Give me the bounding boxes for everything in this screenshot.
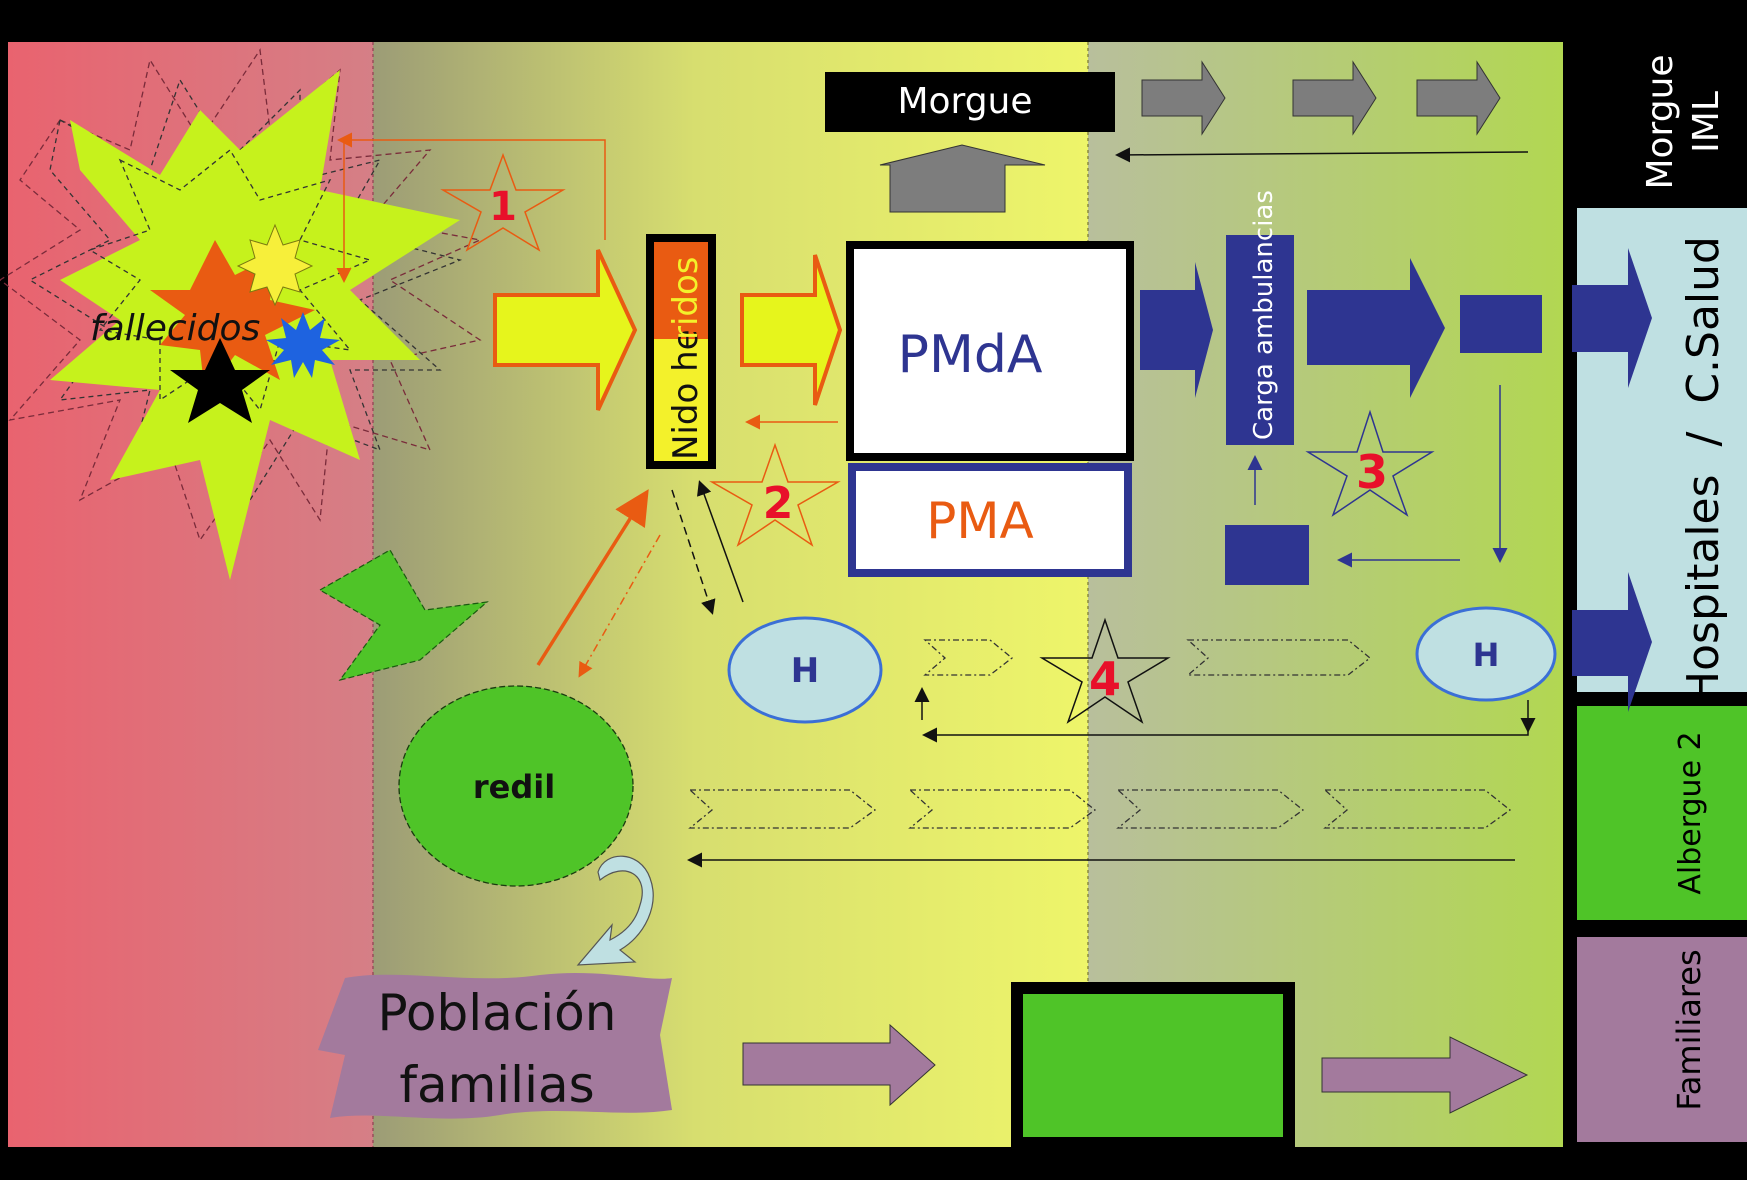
- sidebar-albergue-label: Albergue 2: [1673, 731, 1708, 894]
- fallecidos-label: fallecidos: [90, 308, 260, 349]
- poblacion-label-line2: familias: [399, 1056, 594, 1114]
- sidebar-albergue: [1577, 706, 1747, 920]
- grey-arrow-morgue-1: [1141, 60, 1226, 136]
- ambulance-return-block: [1225, 525, 1309, 585]
- mauve-arrow-to-familiares: [1321, 1036, 1529, 1114]
- svg-text:2: 2: [763, 478, 794, 529]
- sidebar-hospitales-label: Hospitales / C.Salud: [1678, 236, 1729, 704]
- green-arrow-to-redil: [318, 549, 489, 681]
- pmda-box: [846, 241, 1134, 461]
- morgue-box: [825, 72, 1115, 132]
- warm-zone-yellow: [373, 42, 1088, 1147]
- navy-arrow-pmda-to-carga: [1140, 262, 1213, 398]
- carga-ambulancias-box: [1226, 235, 1294, 445]
- sidebar-morgue-label: Morgue: [1640, 54, 1681, 189]
- svg-text:4: 4: [1089, 652, 1121, 706]
- navy-arrow-to-hospitales-bottom: [1572, 572, 1652, 712]
- flow-arrow-to-nido: [493, 249, 638, 411]
- pma-label: PMA: [926, 492, 1034, 550]
- mauve-arrow-to-green-box: [742, 1023, 936, 1107]
- nido-label-part2: ridos: [666, 256, 706, 340]
- navy-arrow-to-hospitales-top: [1572, 248, 1652, 388]
- marker-star-2: 2: [709, 442, 841, 547]
- svg-text:redil: redil: [473, 768, 555, 806]
- hospital-oval-right: H: [1415, 606, 1557, 702]
- pmda-label: PMdA: [898, 325, 1043, 385]
- svg-text:3: 3: [1356, 445, 1388, 499]
- marker-star-3: 3: [1305, 409, 1435, 517]
- svg-text:1: 1: [489, 184, 517, 230]
- family-reception-box: [1011, 982, 1295, 1149]
- nido-label-part1: Nido he: [666, 329, 706, 460]
- redil-circle: redil: [398, 685, 634, 887]
- svg-text:H: H: [1473, 636, 1500, 674]
- sidebar-familiares-label: Familiares: [1670, 949, 1708, 1110]
- carga-ambulancias-label: Carga ambulancias: [1249, 190, 1279, 440]
- incident-explosion: fallecidos: [0, 48, 483, 580]
- sidebar-familiares: [1577, 937, 1747, 1142]
- cold-zone-green: [1088, 42, 1563, 1147]
- pma-box: [848, 463, 1132, 577]
- nido-heridos-box: Nido he ridos: [646, 234, 716, 469]
- marker-star-1: 1: [440, 152, 566, 252]
- poblacion-familias-banner: Población familias: [318, 973, 672, 1119]
- sidebar-morgue-iml: [1563, 42, 1747, 202]
- hospital-oval-left: H: [727, 616, 883, 724]
- ambulance-staging-block: [1460, 295, 1542, 353]
- marker-star-4: 4: [1039, 617, 1171, 724]
- morgue-label: Morgue: [897, 81, 1032, 122]
- sidebar-iml-label: IML: [1686, 91, 1727, 153]
- svg-text:H: H: [791, 651, 819, 691]
- grey-arrow-up-to-morgue: [879, 144, 1046, 213]
- curved-arrow-to-poblacion: [576, 855, 654, 966]
- navy-arrow-carga-to-hospital: [1307, 258, 1445, 398]
- grey-arrow-morgue-3: [1416, 60, 1501, 136]
- poblacion-label-line1: Población: [378, 984, 617, 1042]
- flow-arrow-to-pmda: [740, 254, 843, 406]
- grey-arrow-morgue-2: [1292, 60, 1377, 136]
